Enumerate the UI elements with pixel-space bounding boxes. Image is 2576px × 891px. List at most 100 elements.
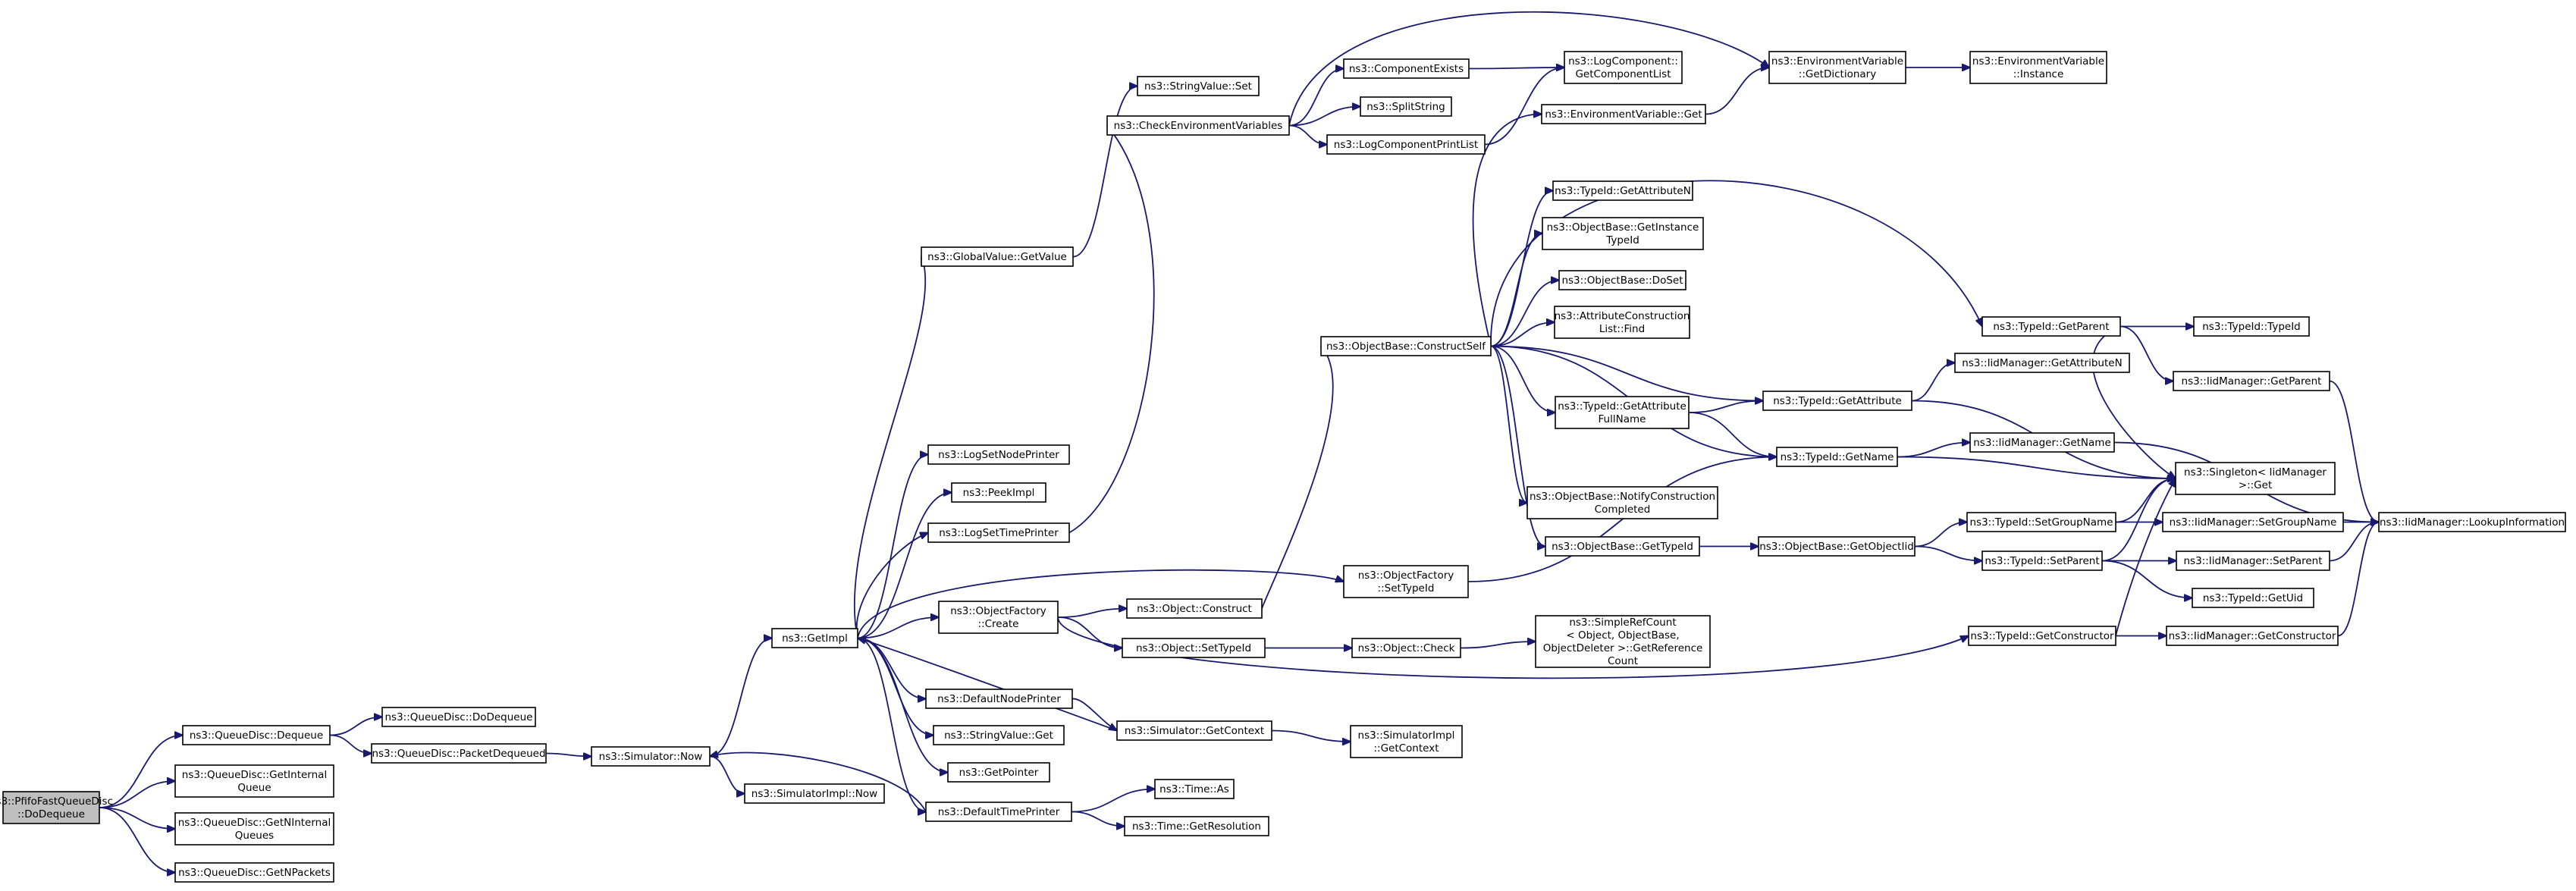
node-ns3-typeid-getattribute[interactable]: ns3::TypeId::GetAttribute — [1762, 391, 1912, 411]
node-label: ns3::QueueDisc::GetNPackets — [178, 867, 331, 879]
node-ns3-object-check[interactable]: ns3::Object::Check — [1351, 638, 1461, 658]
node-ns3-typeid-getname[interactable]: ns3::TypeId::GetName — [1776, 447, 1898, 467]
node-label: ns3::TypeId::SetGroupName — [1969, 516, 2113, 529]
node-ns3-typeid-getuid[interactable]: ns3::TypeId::GetUid — [2192, 588, 2314, 608]
node-label: ns3::StringValue::Get — [944, 729, 1053, 742]
node-label: ns3::TypeId::GetConstructor — [1970, 630, 2114, 642]
node-ns3-objectbase-getobjectiid[interactable]: ns3::ObjectBase::GetObjectIid — [1758, 536, 1916, 557]
node-ns3-simulatorimpl-getcontext[interactable]: ns3::SimulatorImpl::GetContext — [1350, 725, 1463, 758]
node-label: ns3::DefaultNodePrinter — [937, 693, 1061, 705]
node-ns3-stringvalue-get[interactable]: ns3::StringValue::Get — [933, 725, 1065, 745]
node-ns3-logcomponent-getcomponentlist[interactable]: ns3::LogComponent::GetComponentList — [1564, 51, 1683, 84]
node-ns3-objectbase-notifyconstruction-completed[interactable]: ns3::ObjectBase::NotifyConstructionCompl… — [1526, 486, 1718, 519]
node-ns3-logsetnodeprinter[interactable]: ns3::LogSetNodePrinter — [927, 444, 1070, 465]
node-box — [744, 783, 885, 804]
node-box — [1343, 58, 1470, 79]
node-ns3-pfifofastqueuedisc-dodequeue[interactable]: ns3::PfifoFastQueueDisc::DoDequeue — [0, 791, 113, 824]
node-ns3-peekimpl[interactable]: ns3::PeekImpl — [951, 482, 1046, 503]
node-ns3-typeid-typeid[interactable]: ns3::TypeId::TypeId — [2193, 316, 2310, 337]
node-ns3-stringvalue-set[interactable]: ns3::StringValue::Set — [1137, 76, 1260, 96]
node-ns3-typeid-setparent[interactable]: ns3::TypeId::SetParent — [1981, 551, 2103, 571]
node-label: ns3::QueueDisc::GetInternal — [182, 769, 327, 781]
edge-n23-to-n8 — [858, 638, 1118, 732]
node-ns3-objectbase-gettypeid[interactable]: ns3::ObjectBase::GetTypeId — [1545, 536, 1700, 557]
node-ns3-globalvalue-getvalue[interactable]: ns3::GlobalValue::GetValue — [921, 246, 1074, 267]
node-ns3-simulator-now[interactable]: ns3::Simulator::Now — [591, 746, 711, 767]
edge-n18-to-n25 — [1071, 811, 1125, 827]
node-label: < Object, ObjectBase, — [1566, 629, 1679, 642]
node-ns3-singleton-iidmanager-get[interactable]: ns3::Singleton< IidManager>::Get — [2175, 462, 2336, 495]
node-ns3-splitstring[interactable]: ns3::SplitString — [1360, 96, 1452, 117]
node-ns3-objectfactory-create[interactable]: ns3::ObjectFactory::Create — [938, 601, 1059, 634]
node-ns3-iidmanager-getparent[interactable]: ns3::IidManager::GetParent — [2173, 371, 2330, 391]
edge-n55-to-n61 — [2329, 380, 2379, 522]
node-ns3-queuedisc-packetdequeued[interactable]: ns3::QueueDisc::PacketDequeued — [371, 743, 547, 764]
node-ns3-objectbase-constructself[interactable]: ns3::ObjectBase::ConstructSelf — [1320, 336, 1492, 356]
node-ns3-checkenvironmentvariables[interactable]: ns3::CheckEnvironmentVariables — [1106, 115, 1290, 136]
edge-n39-to-n45 — [1688, 412, 1777, 457]
edge-n1-to-n5 — [329, 717, 382, 736]
node-ns3-iidmanager-setgroupname[interactable]: ns3::IidManager::SetGroupName — [2162, 512, 2344, 532]
edge-n15-to-n23 — [1072, 698, 1117, 730]
node-box — [1768, 51, 1906, 84]
node-ns3-typeid-getconstructor[interactable]: ns3::TypeId::GetConstructor — [1968, 626, 2116, 646]
node-ns3-environmentvariable-get[interactable]: ns3::EnvironmentVariable::Get — [1541, 104, 1706, 124]
node-ns3-object-construct[interactable]: ns3::Object::Construct — [1126, 598, 1263, 619]
node-ns3-iidmanager-getconstructor[interactable]: ns3::IidManager::GetConstructor — [2166, 626, 2339, 646]
node-ns3-objectfactory-settypeid[interactable]: ns3::ObjectFactory::SetTypeId — [1343, 565, 1469, 598]
node-ns3-logsettimeprinter[interactable]: ns3::LogSetTimePrinter — [927, 522, 1070, 543]
node-ns3-queuedisc-getnpackets[interactable]: ns3::QueueDisc::GetNPackets — [174, 862, 334, 883]
edge-n52-to-n59 — [2101, 560, 2192, 598]
node-ns3-typeid-setgroupname[interactable]: ns3::TypeId::SetGroupName — [1966, 512, 2116, 532]
node-ns3-queuedisc-dodequeue[interactable]: ns3::QueueDisc::DoDequeue — [381, 707, 536, 727]
node-ns3-simulatorimpl-now[interactable]: ns3::SimulatorImpl::Now — [744, 783, 885, 804]
node-label: ns3::EnvironmentVariable — [1771, 55, 1903, 67]
node-label: ::GetDictionary — [1799, 68, 1876, 80]
node-label: ::Create — [978, 618, 1019, 630]
node-ns3-typeid-getattributen[interactable]: ns3::TypeId::GetAttributeN — [1552, 180, 1693, 201]
node-ns3-iidmanager-getname[interactable]: ns3::IidManager::GetName — [1969, 432, 2115, 453]
node-ns3-iidmanager-setparent[interactable]: ns3::IidManager::SetParent — [2176, 551, 2330, 571]
node-ns3-environmentvariable-getdictionary[interactable]: ns3::EnvironmentVariable::GetDictionary — [1768, 51, 1906, 84]
node-label: ns3::IidManager::SetParent — [2184, 555, 2323, 567]
node-ns3-time-getresolution[interactable]: ns3::Time::GetResolution — [1124, 816, 1269, 836]
edge-n8-to-n13 — [855, 533, 928, 638]
node-box — [1981, 316, 2121, 337]
node-ns3-objectbase-doset[interactable]: ns3::ObjectBase::DoSet — [1558, 270, 1686, 290]
edge-n8-to-n17 — [857, 637, 948, 773]
edge-n8-to-n10 — [853, 257, 926, 638]
node-box — [1541, 104, 1706, 124]
node-label: ns3::ComponentExists — [1349, 63, 1464, 75]
node-box — [947, 762, 1050, 783]
node-label: ns3::ObjectFactory — [1358, 569, 1454, 582]
node-box — [1535, 615, 1711, 668]
node-label: ns3::Time::As — [1159, 783, 1229, 795]
node-ns3-time-as[interactable]: ns3::Time::As — [1154, 779, 1235, 799]
node-ns3-iidmanager-lookupinformation[interactable]: ns3::IidManager::LookupInformation — [2378, 512, 2566, 532]
node-ns3-typeid-getparent[interactable]: ns3::TypeId::GetParent — [1981, 316, 2121, 337]
node-ns3-getpointer[interactable]: ns3::GetPointer — [947, 762, 1050, 783]
node-ns3-simulator-getcontext[interactable]: ns3::Simulator::GetContext — [1116, 720, 1272, 741]
node-ns3-queuedisc-dequeue[interactable]: ns3::QueueDisc::Dequeue — [182, 725, 331, 745]
node-label: ns3::Singleton< IidManager — [2184, 466, 2327, 478]
node-box — [182, 725, 331, 745]
node-ns3-getimpl[interactable]: ns3::GetImpl — [771, 628, 858, 648]
edge-n60-to-n61 — [2337, 522, 2379, 637]
node-ns3-simplerefcount-object-objectbase-objectdeleter-getreference-count[interactable]: ns3::SimpleRefCount< Object, ObjectBase,… — [1535, 615, 1711, 668]
node-ns3-logcomponentprintlist[interactable]: ns3::LogComponentPrintList — [1326, 134, 1486, 155]
node-ns3-defaulttimeprinter[interactable]: ns3::DefaultTimePrinter — [925, 802, 1072, 822]
node-box — [1554, 306, 1690, 339]
node-box — [1122, 638, 1266, 658]
node-ns3-defaultnodeprinter[interactable]: ns3::DefaultNodePrinter — [925, 689, 1073, 709]
node-ns3-object-settypeid[interactable]: ns3::Object::SetTypeId — [1122, 638, 1266, 658]
node-ns3-environmentvariable-instance[interactable]: ns3::EnvironmentVariable::Instance — [1969, 51, 2107, 84]
edge-n29-to-n48 — [1490, 180, 1982, 347]
node-label: List::Find — [1599, 323, 1645, 335]
node-ns3-iidmanager-getattributen[interactable]: ns3::IidManager::GetAttributeN — [1954, 353, 2130, 373]
node-ns3-componentexists[interactable]: ns3::ComponentExists — [1343, 58, 1470, 79]
